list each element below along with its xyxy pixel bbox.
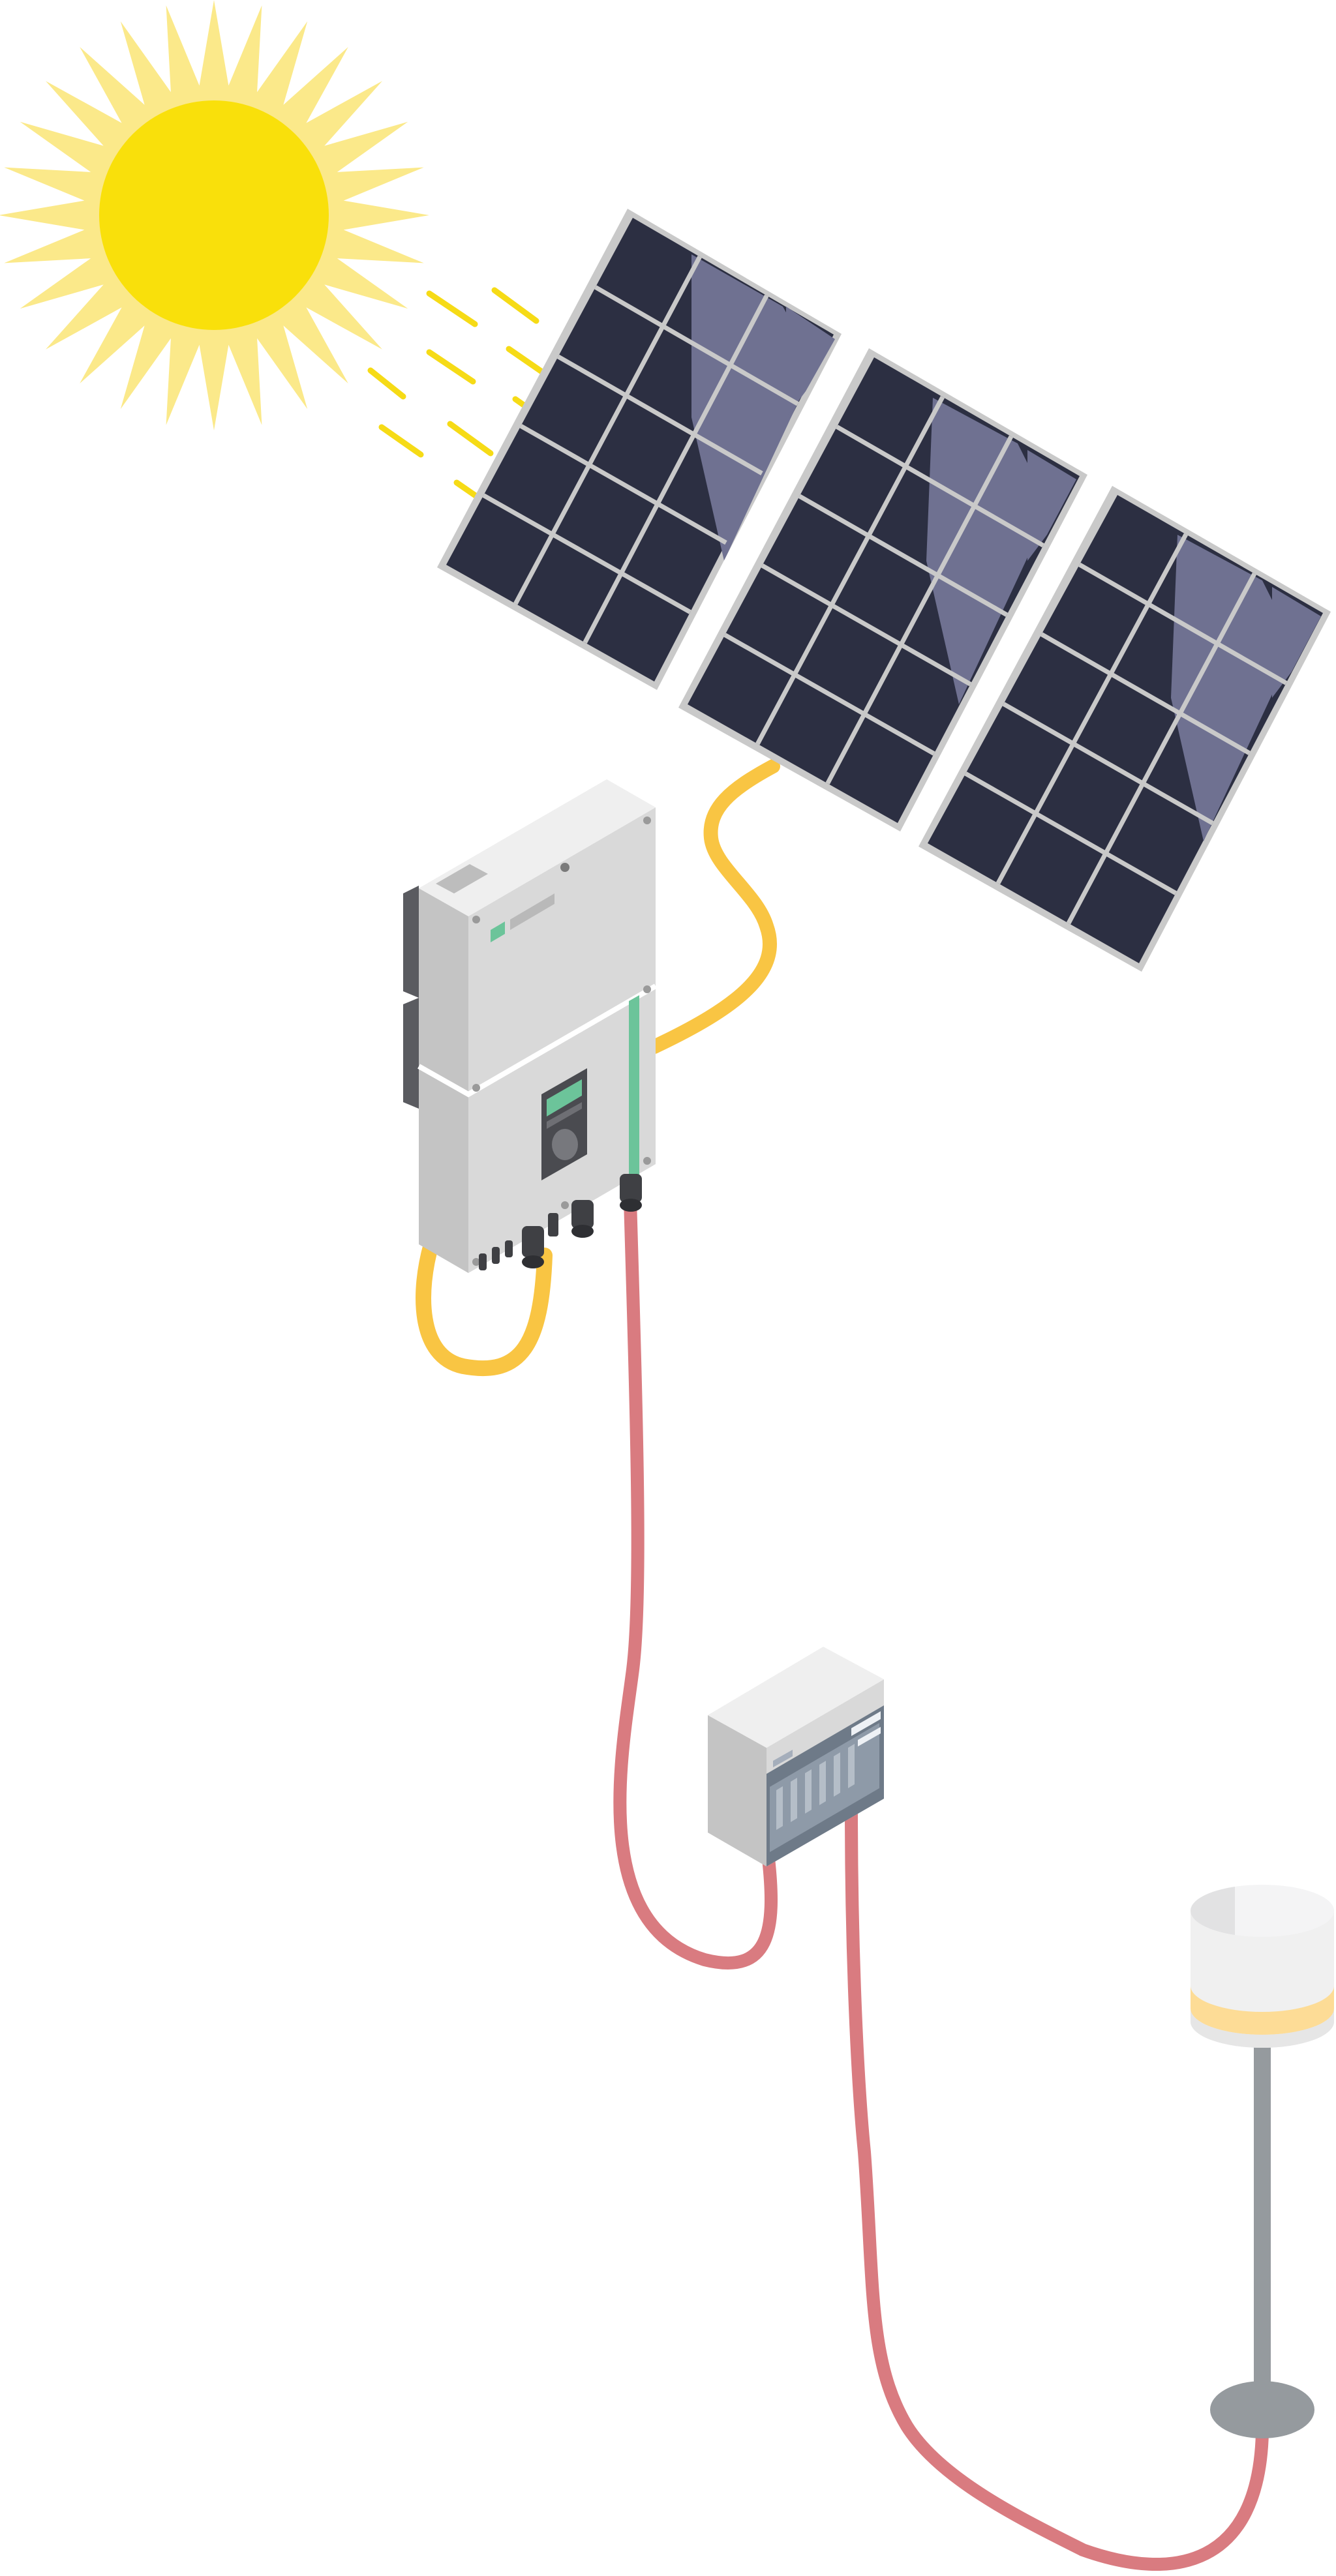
dc-cable-panel-to-inverter xyxy=(647,759,780,1054)
solar-panel-1 xyxy=(437,209,842,690)
solar-panel-2 xyxy=(678,348,1087,831)
ac-cable-box-to-lamp xyxy=(845,1803,1269,2571)
lamp-icon xyxy=(1191,1885,1334,2438)
breaker-box-icon xyxy=(708,1647,884,1866)
dc-cable-inverter-loop xyxy=(416,1235,553,1377)
solar-panel-array xyxy=(437,209,1331,972)
solar-panel-3 xyxy=(918,486,1331,972)
sun-icon xyxy=(0,0,429,430)
ac-cable-inverter-to-box xyxy=(613,1193,778,1969)
inverter-icon xyxy=(403,779,658,1273)
